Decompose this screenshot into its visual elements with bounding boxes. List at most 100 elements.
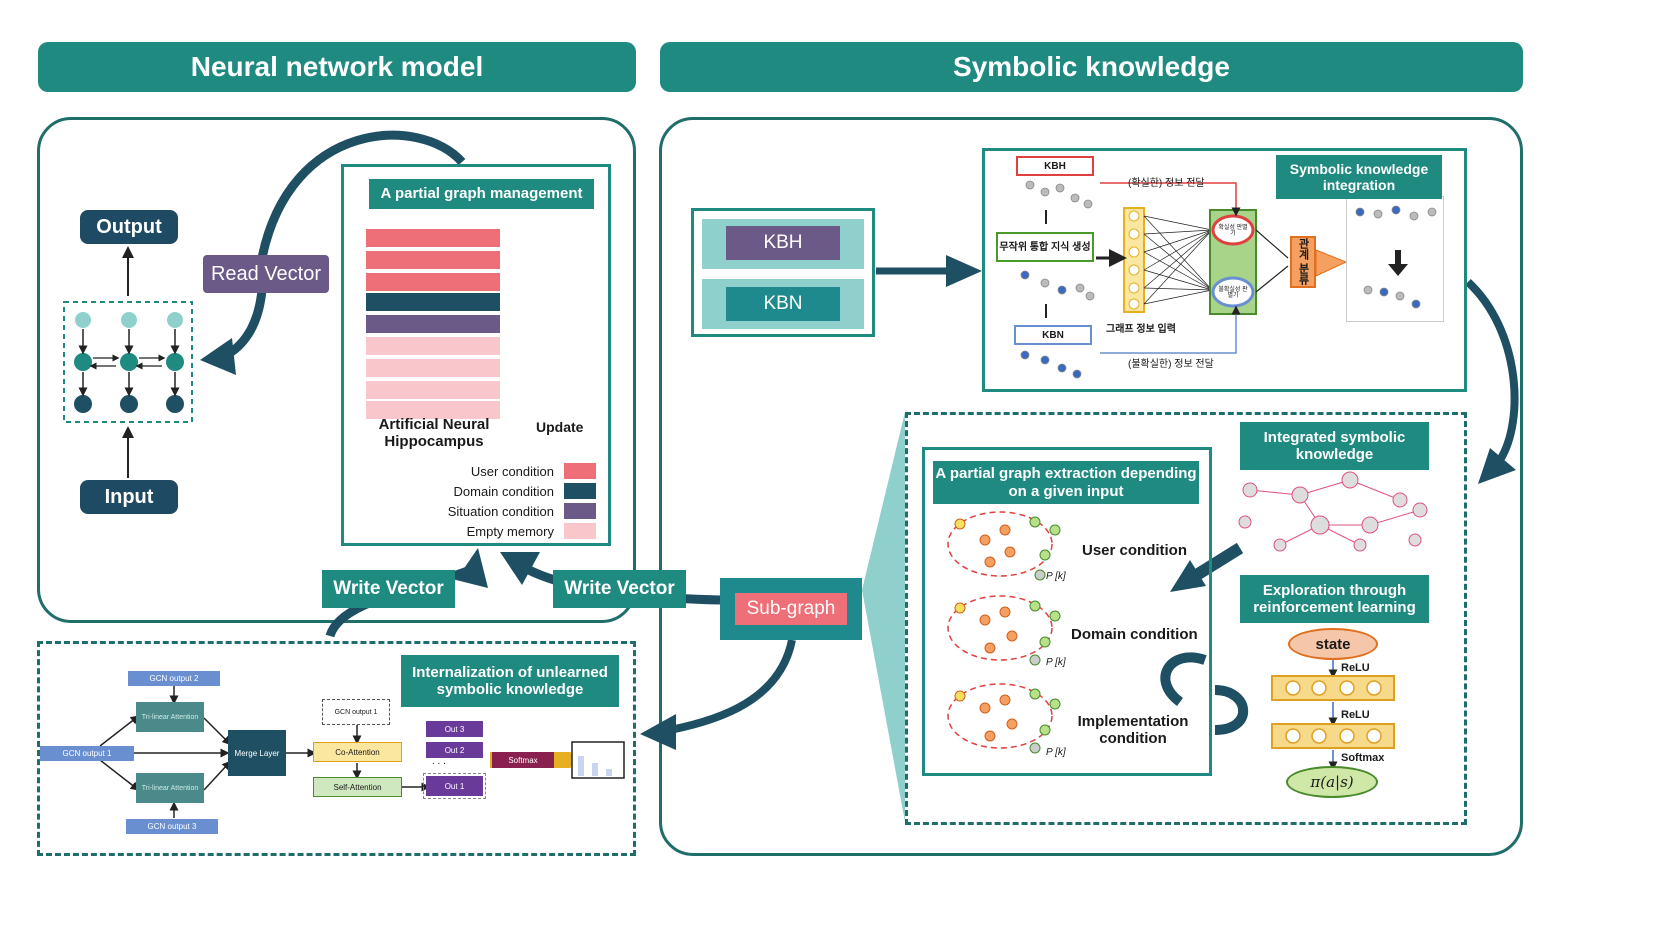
relu-label-1: ReLU [1341, 662, 1370, 674]
legend-swatch [564, 483, 596, 499]
certain-info-text: (확실한) 정보 전달 [1128, 178, 1205, 189]
domain-condition-label: Domain condition [1071, 626, 1198, 643]
tri-linear-attention-2: Tri-linear Attention [136, 773, 204, 803]
input-label: Input [104, 485, 154, 508]
p-text: P [1046, 747, 1053, 758]
kbn-small-box: KBN [1014, 325, 1092, 345]
rl-softmax-label: Softmax [1341, 752, 1384, 764]
state-node: state [1288, 628, 1378, 660]
legend-label: User condition [470, 463, 554, 479]
output-node: Output [80, 210, 178, 244]
sk-integration-text: Symbolic knowledge integration [1289, 160, 1429, 193]
integration-internals [1045, 182, 1408, 354]
write-vector-text-1: Write Vector [333, 578, 444, 600]
write-vector-label-1: Write Vector [322, 570, 455, 608]
integrated-network [1238, 471, 1428, 552]
gcn-output-1-box: GCN output 1 [40, 746, 134, 761]
kbh-text: KBH [763, 232, 803, 253]
tri-linear-text-2: Tri-linear Attention [141, 784, 199, 792]
gcn-output-2-text: GCN output 2 [149, 674, 199, 683]
tri-linear-attention-1: Tri-linear Attention [136, 702, 204, 732]
mini-graphs [1020, 180, 1437, 379]
self-attention-box: Self-Attention [313, 777, 402, 797]
policy-node: π(a|s) [1286, 766, 1378, 798]
extraction-graphs [947, 511, 1061, 754]
update-text: Update [536, 419, 584, 435]
softmax-box: Softmax [492, 752, 554, 768]
user-condition-text: User condition [1082, 542, 1188, 559]
read-vector-arc [257, 130, 466, 259]
kbh-small-text: KBH [1044, 160, 1066, 172]
hippocampus-label: Artificial Neural Hippocampus [366, 416, 502, 450]
gcn-output-1-text: GCN output 1 [62, 749, 112, 758]
out1-box: Out 1 [423, 773, 486, 799]
funnel-shape [862, 412, 905, 822]
relation-class-text: 관계 분류 [1297, 238, 1309, 286]
uncertain-disc-text: 불확실성 판별기 [1218, 287, 1248, 299]
policy-text: π(a|s) [1310, 773, 1354, 791]
legend: User condition Domain condition Situatio… [364, 461, 596, 541]
update-label: Update [536, 419, 583, 435]
legend-label: Empty memory [466, 523, 554, 539]
domain-condition-text: Domain condition [1071, 626, 1198, 643]
header-left-text: Neural network model [190, 51, 484, 82]
softmax-text: Softmax [508, 755, 538, 765]
memory-bar-empty [366, 401, 500, 419]
p-label-2: P [k] [1046, 657, 1066, 668]
self-attention-text: Self-Attention [333, 782, 382, 792]
uncertain-discriminator: 불확실성 판별기 [1218, 285, 1248, 301]
gcn-output-3-box: GCN output 3 [126, 819, 218, 834]
read-vector-text: Read Vector [210, 262, 322, 285]
header-symbolic-knowledge: Symbolic knowledge [660, 42, 1523, 92]
memory-bar-situation [366, 315, 500, 333]
gcn-output-2-box: GCN output 2 [128, 671, 220, 686]
input-node: Input [80, 480, 178, 514]
memory-bar-empty [366, 337, 500, 355]
implementation-condition-label: Implementation condition [1070, 713, 1196, 747]
read-vector-label: Read Vector [203, 255, 329, 293]
rl-network [1271, 660, 1395, 771]
memory-bar-user [366, 229, 500, 247]
hippocampus-text: Artificial Neural Hippocampus [378, 416, 490, 450]
uncertain-info-label: (불확실한) 정보 전달 [1128, 355, 1214, 370]
sub-graph-frame: Sub-graph [720, 578, 862, 640]
kbn-small-text: KBN [1042, 329, 1064, 341]
kbh-node: KBH [726, 226, 840, 260]
memory-bars [366, 225, 500, 419]
extraction-title-text: A partial graph extraction depending on … [935, 465, 1197, 500]
kbh-small-box: KBH [1016, 156, 1094, 176]
graph-input-text: 그래프 정보 입력 [1106, 324, 1176, 335]
internalization-title-text: Internalization of unlearned symbolic kn… [412, 663, 608, 698]
rl-title-text: Exploration through reinforcement learni… [1253, 581, 1416, 616]
state-text: state [1315, 635, 1351, 653]
p-label-1: P [k] [1046, 571, 1066, 582]
output-label: Output [96, 215, 162, 238]
k-text: [k] [1055, 571, 1066, 582]
certain-disc-text: 확실성 판별기 [1218, 225, 1248, 237]
memory-bar-user [366, 273, 500, 291]
k-text: [k] [1055, 657, 1066, 668]
memory-bar-domain [366, 293, 500, 311]
legend-item: User condition [364, 461, 596, 481]
co-attention-text: Co-Attention [335, 747, 380, 757]
out3-text: Out 3 [444, 724, 465, 734]
write-vector-text-2: Write Vector [564, 578, 675, 600]
graph-management-title: A partial graph management [369, 179, 594, 209]
lstm-grid [63, 301, 193, 423]
sub-graph-text: Sub-graph [746, 598, 836, 619]
certain-info-label: (확실한) 정보 전달 [1128, 174, 1205, 189]
gcn-output-1b-text: GCN output 1 [334, 708, 378, 716]
out-dots-text: . . . [432, 756, 446, 767]
user-condition-label: User condition [1082, 542, 1187, 559]
legend-item: Empty memory [364, 521, 596, 541]
header-right-text: Symbolic knowledge [953, 51, 1230, 82]
relu-text-1: ReLU [1341, 662, 1370, 674]
random-integration-box: 무작위 통합 지식 생성 [996, 232, 1094, 262]
memory-bar-empty [366, 381, 500, 399]
header-neural-network-model: Neural network model [38, 42, 636, 92]
certain-discriminator: 확실성 판별기 [1218, 223, 1248, 239]
uncertain-info-text: (불확실한) 정보 전달 [1128, 359, 1214, 370]
legend-swatch [564, 503, 596, 519]
out2-box: Out 2 [426, 742, 483, 758]
graph-management-title-text: A partial graph management [380, 185, 583, 203]
